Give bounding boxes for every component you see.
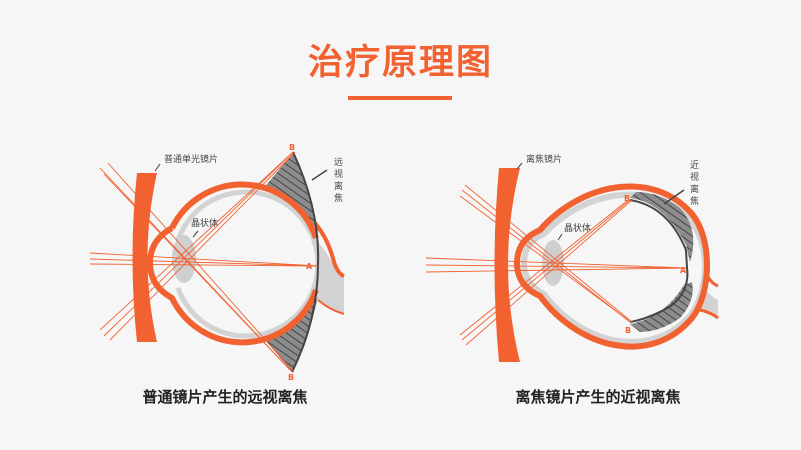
right-diagram: 离焦镜片 晶状体 近 视 离 焦 A B B <box>425 153 719 362</box>
defocus-arrow <box>663 189 685 205</box>
retina-defocus-curve <box>629 199 689 323</box>
crystalline-label: 晶状体 <box>191 217 218 229</box>
svg-text:离: 离 <box>690 183 699 195</box>
defocus-label: 近 视 离 焦 <box>690 159 699 207</box>
point-b-top: B <box>624 194 630 203</box>
point-a: A <box>680 266 687 275</box>
point-b-bottom: B <box>288 373 294 382</box>
point-b-bottom: B <box>625 326 631 335</box>
hatched-defocus-bottom <box>630 282 693 332</box>
defocus-label: 远 视 离 焦 <box>334 157 343 204</box>
right-caption: 离焦镜片产生的近视离焦 <box>515 388 681 406</box>
svg-text:焦: 焦 <box>334 192 343 204</box>
left-diagram: 普通单光镜片 晶状体 远 视 离 焦 A B B <box>89 143 345 382</box>
optic-nerve <box>316 240 344 314</box>
lens-label: 离焦镜片 <box>526 153 562 165</box>
optic-nerve-border <box>312 220 345 278</box>
svg-text:远: 远 <box>334 157 343 168</box>
retina-defocus-curve <box>291 151 320 373</box>
left-caption: 普通镜片产生的远视离焦 <box>142 388 308 406</box>
optic-nerve-border <box>699 271 719 320</box>
crystalline-label-arrow <box>557 233 563 241</box>
lens-label-arrow <box>516 162 523 170</box>
lens-label-arrow <box>154 163 161 172</box>
crystalline-label-arrow <box>192 230 199 238</box>
eye-outline <box>146 181 319 346</box>
title-underline <box>348 96 452 100</box>
eye-outline <box>513 183 710 350</box>
lens-label: 普通单光镜片 <box>164 153 218 165</box>
svg-text:离: 离 <box>334 180 343 192</box>
svg-text:近: 近 <box>690 159 699 171</box>
crystalline-label: 晶状体 <box>564 222 591 234</box>
optic-nerve-border-bottom <box>317 299 345 315</box>
hatched-defocus-top <box>630 192 694 262</box>
defocus-lens <box>494 168 520 362</box>
page-title: 治疗原理图 <box>307 43 493 83</box>
svg-text:焦: 焦 <box>690 195 699 207</box>
svg-text:视: 视 <box>334 168 343 180</box>
light-rays <box>425 184 687 346</box>
svg-text:视: 视 <box>690 171 699 183</box>
point-b-top: B <box>289 143 295 152</box>
defocus-arrow <box>311 169 328 181</box>
point-a: A <box>306 262 313 271</box>
single-vision-lens <box>132 173 157 342</box>
